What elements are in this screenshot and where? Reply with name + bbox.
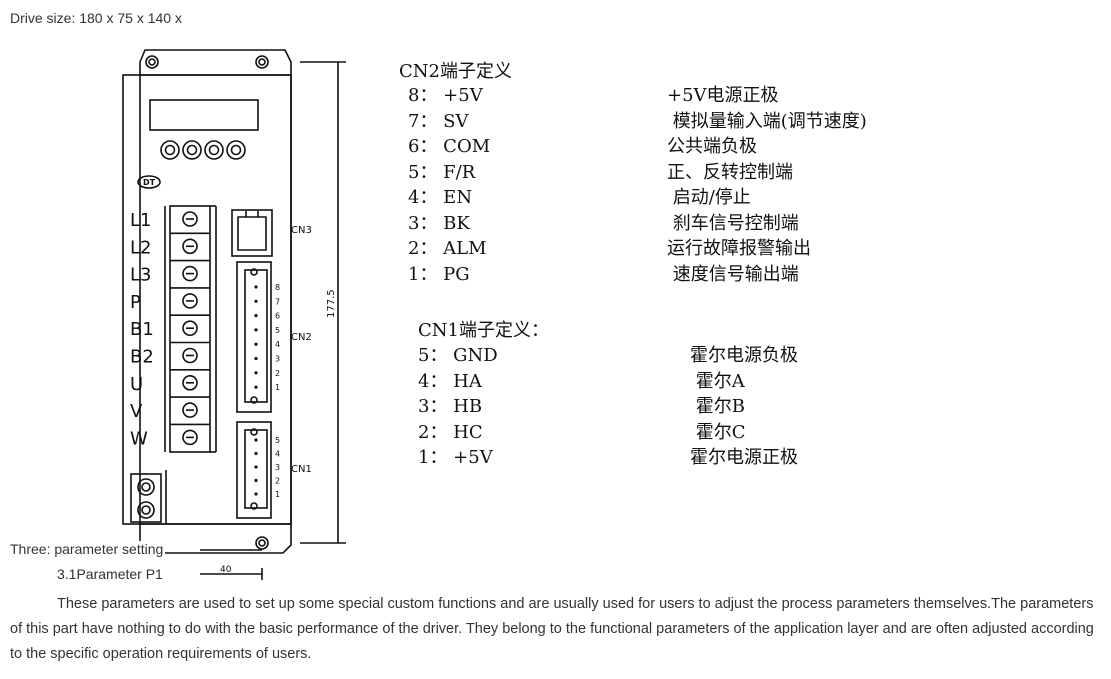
cn1-pin-label: 5	[275, 436, 280, 445]
cn1-pin-label: 2	[275, 477, 280, 486]
cn2-pin	[254, 356, 258, 361]
height-dimension: 177.5	[326, 289, 337, 318]
cn1-row-description: 霍尔B	[690, 396, 745, 417]
cn1-pin	[254, 451, 258, 456]
cn2-pin-label: 4	[275, 340, 280, 349]
cn1-row-pin: 3： HB	[418, 396, 483, 417]
intro-paragraph: These parameters are used to set up some…	[10, 596, 1094, 662]
cn1-pin-label: 1	[275, 490, 280, 499]
cn2-row-description: 启动/停止	[667, 187, 751, 208]
terminal-label: P	[130, 292, 141, 313]
width-dimension: 40	[220, 565, 232, 575]
terminal-screw	[182, 374, 198, 391]
cn3-label: CN3	[291, 225, 312, 236]
cn2-row-pin: 4： EN	[408, 187, 473, 208]
cn2-row-pin: 3： BK	[408, 212, 470, 234]
cn2-pin-label: 1	[275, 383, 280, 392]
cn2-pin-label: 8	[275, 283, 280, 292]
cn2-pin	[254, 299, 258, 303]
cn2-pin	[254, 371, 258, 375]
cn1-title: CN1端子定义：	[418, 320, 549, 341]
cn2-pin	[254, 385, 258, 389]
cn2-pin	[254, 285, 258, 289]
cn2-row-pin: 8： +5V	[408, 85, 483, 106]
section-title: Three: parameter setting	[10, 541, 166, 557]
terminal-screw	[182, 293, 198, 309]
cn1-row-pin: 4： HA	[418, 370, 482, 392]
cn2-row-description: 速度信号输出端	[667, 263, 799, 285]
drive-logo: DT	[143, 178, 156, 187]
cn2-title: CN2端子定义	[399, 61, 512, 82]
cn2-row-pin: 7： SV	[408, 110, 469, 132]
terminal-label: U	[130, 374, 143, 395]
terminal-label: L3	[130, 265, 151, 286]
terminal-label: V	[130, 401, 143, 422]
terminal-label: B1	[130, 319, 154, 340]
cn2-pin-label: 2	[275, 369, 280, 378]
terminal-screw	[182, 347, 198, 364]
cn2-row-description: 公共端负极	[667, 136, 757, 157]
cn2-pin	[254, 342, 258, 346]
cn2-pin	[254, 314, 258, 318]
terminal-label: L1	[130, 210, 151, 231]
cn2-pin-label: 7	[275, 297, 280, 306]
cn2-pin-label: 5	[275, 326, 280, 335]
cn2-pin-label: 3	[275, 355, 280, 364]
cn1-pin	[254, 438, 258, 442]
cn1-pin-label: 3	[275, 463, 280, 472]
cn1-row-description: 霍尔A	[690, 370, 745, 392]
terminal-label: B2	[130, 347, 154, 368]
cn2-row-pin: 5： F/R	[408, 161, 476, 183]
terminal-screw	[182, 320, 198, 337]
cn2-row-description: 运行故障报警输出	[667, 238, 811, 259]
cn1-row-pin: 1： +5V	[418, 447, 493, 468]
cn2-label: CN2	[291, 332, 312, 343]
terminal-screw	[182, 429, 198, 446]
terminal-screw	[182, 265, 198, 282]
terminal-label: L2	[130, 237, 151, 258]
terminal-screw	[182, 211, 198, 227]
cn1-row-description: 霍尔电源正极	[690, 447, 798, 468]
drive-size-text: Drive size: 180 x 75 x 140 x	[10, 10, 182, 26]
cn1-pin	[254, 465, 258, 469]
cn1-pin-label: 4	[275, 450, 280, 459]
cn1-row-pin: 2： HC	[418, 421, 483, 443]
cn2-row-pin: 2： ALM	[408, 238, 487, 259]
subsection-title: 3.1Parameter P1	[57, 566, 163, 582]
terminal-label: W	[130, 428, 148, 449]
cn1-row-description: 霍尔电源负极	[690, 345, 798, 366]
cn2-pin-label: 6	[275, 312, 280, 321]
cn1-pin	[254, 492, 258, 496]
cn1-row-pin: 5： GND	[418, 345, 498, 366]
cn2-row-description: 正、反转控制端	[667, 161, 793, 183]
cn2-pin	[254, 328, 258, 332]
terminal-screw	[182, 402, 198, 418]
cn2-row-description: +5V电源正极	[667, 85, 779, 106]
terminal-screw	[182, 238, 198, 255]
cn1-row-description: 霍尔C	[690, 421, 746, 443]
cn2-row-pin: 1： PG	[408, 263, 470, 285]
cn1-label: CN1	[291, 464, 312, 475]
cn2-row-description: 模拟量输入端(调节速度)	[667, 110, 867, 132]
cn1-pin	[254, 478, 258, 483]
cn2-row-description: 刹车信号控制端	[667, 212, 799, 234]
cn2-row-pin: 6： COM	[408, 136, 491, 157]
